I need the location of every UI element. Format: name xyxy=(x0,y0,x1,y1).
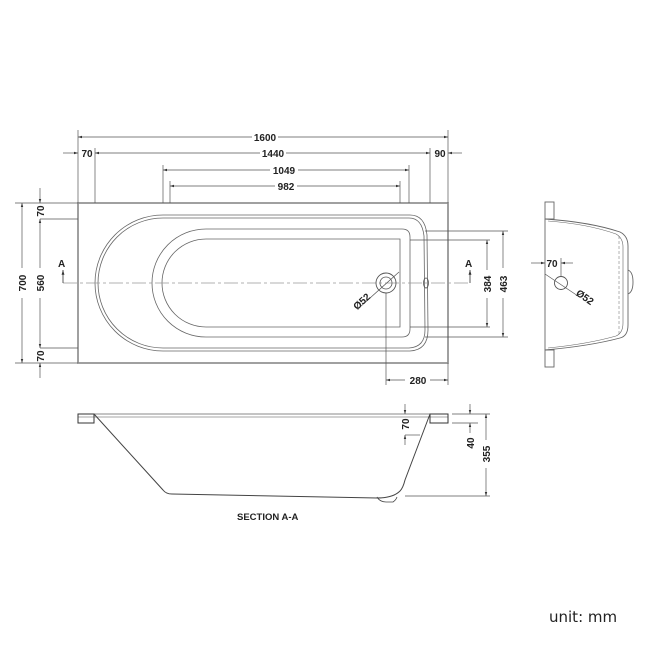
section-view xyxy=(77,413,449,503)
section-dimensions xyxy=(403,404,490,497)
dim-waste-diameter: Ø52 xyxy=(352,291,374,312)
dim-bowl-inner-length: 982 xyxy=(278,182,295,193)
left-dimension-labels: 700 560 70 70 xyxy=(18,205,47,362)
dim-overall-width: 700 xyxy=(18,274,29,291)
dim-bowl-outer-length: 1049 xyxy=(273,166,296,177)
dim-bowl-inner-width: 384 xyxy=(483,275,494,292)
dim-total-depth: 355 xyxy=(482,445,493,462)
plan-view xyxy=(63,202,470,364)
left-dimensions xyxy=(15,188,78,378)
top-dimension-labels: 1600 1440 70 90 1049 982 xyxy=(81,133,446,193)
unit-label: unit: mm xyxy=(549,608,618,626)
dim-inner-length: 1440 xyxy=(262,149,285,160)
dim-bottom-rim: 70 xyxy=(36,350,47,362)
dim-rim-thickness: 40 xyxy=(466,437,477,449)
rim-shape xyxy=(94,214,429,352)
dim-rim-depth: 70 xyxy=(401,418,412,430)
end-view-dimensions xyxy=(531,258,579,297)
top-dimensions xyxy=(63,130,462,203)
overflow-outlet xyxy=(423,277,429,289)
dim-left-rim: 70 xyxy=(81,149,93,160)
overflow-hole xyxy=(554,276,568,290)
dim-overflow-diameter: Ø52 xyxy=(574,288,596,308)
bowl-outer xyxy=(151,228,411,338)
dim-bowl-outer-width: 463 xyxy=(499,275,510,292)
bowl-inner xyxy=(161,238,401,328)
dim-waste-offset: 280 xyxy=(410,376,427,387)
end-view xyxy=(544,201,634,368)
dim-inner-width: 560 xyxy=(36,274,47,291)
dim-overall-length: 1600 xyxy=(254,133,277,144)
tub-profile xyxy=(93,413,431,499)
right-dimension-labels: 384 463 xyxy=(483,275,510,292)
section-markers: A A xyxy=(58,259,472,283)
dim-overflow-offset: 70 xyxy=(546,259,558,270)
section-caption: SECTION A-A xyxy=(237,512,299,523)
section-marker-left: A xyxy=(58,259,65,270)
dim-right-rim: 90 xyxy=(434,149,446,160)
section-marker-right: A xyxy=(465,259,472,270)
dim-top-rim: 70 xyxy=(36,205,47,217)
right-dimensions xyxy=(410,230,508,338)
waste-dimensions xyxy=(359,271,449,385)
